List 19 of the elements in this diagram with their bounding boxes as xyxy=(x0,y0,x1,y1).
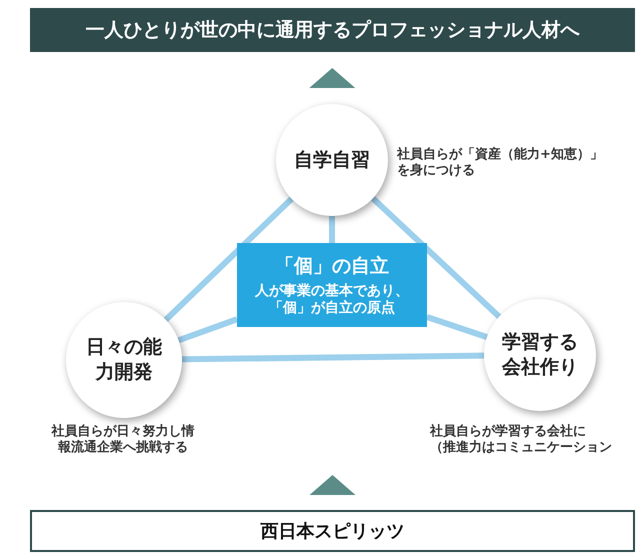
triangle-arrow xyxy=(309,68,356,88)
caption-text: 社員自らが学習する会社に（推進力はコミュニケーション xyxy=(430,424,612,456)
pillar-circle: 日々の能力開発 xyxy=(66,302,182,418)
title-bar: 一人ひとりが世の中に通用するプロフェッショナル人材へ xyxy=(30,8,635,52)
connector-line xyxy=(329,216,335,243)
core-panel xyxy=(237,243,427,327)
caption-text: 社員自らが日々努力し情報流通企業へ挑戦する xyxy=(52,424,194,456)
connector-line xyxy=(182,352,484,362)
pillar-circle: 学習する会社作り xyxy=(484,299,596,411)
triangle-arrow xyxy=(310,475,356,495)
caption-text: 社員自らが「資産（能力+知恵）」を身につける xyxy=(397,147,603,178)
panel-heading: 「個」の自立 xyxy=(275,254,389,278)
connector-line xyxy=(426,314,488,340)
connector-line xyxy=(178,316,238,344)
pillar-circle: 自学自習 xyxy=(276,104,388,216)
panel-text: 人が事業の基本であり、「個」が自立の原点 xyxy=(254,282,410,318)
connector-line xyxy=(164,196,294,322)
connector-line xyxy=(370,196,502,319)
base-box: 西日本スピリッツ xyxy=(30,510,635,552)
